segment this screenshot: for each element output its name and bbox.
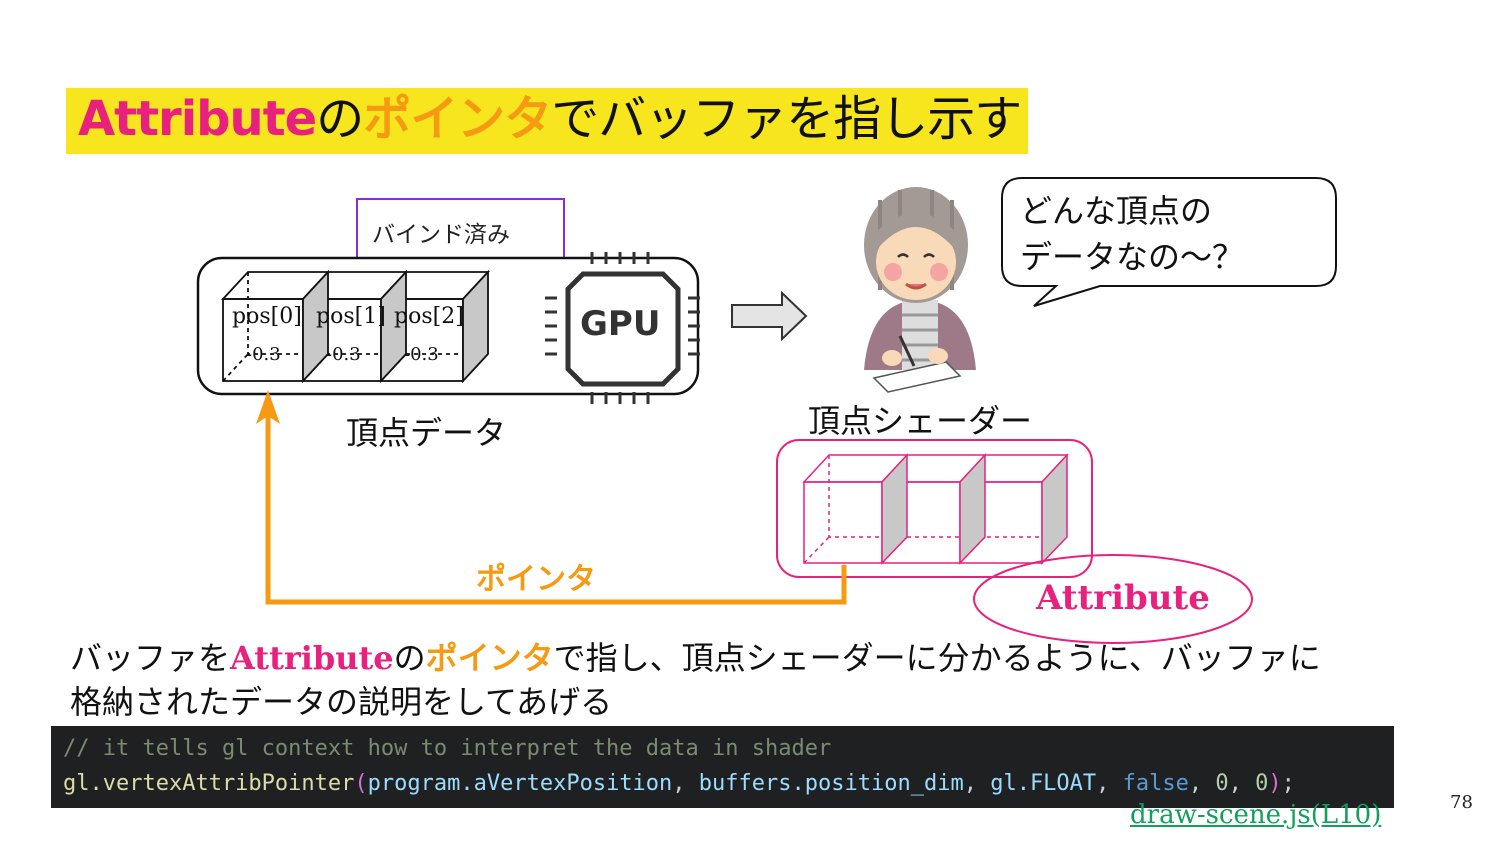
page-number: 78 bbox=[1450, 792, 1473, 813]
cell-label-0: pos[0] bbox=[232, 304, 302, 329]
description-line-1: バッファをAttributeのポインタで指し、頂点シェーダーに分かるように、バッ… bbox=[70, 636, 1321, 680]
gpu-chip-icon bbox=[545, 252, 700, 404]
code-block: // it tells gl context how to interpret … bbox=[51, 726, 1394, 808]
cell-value-0: -0.3 bbox=[246, 344, 281, 365]
desc-seg-1: バッファを bbox=[70, 639, 231, 677]
shader-label: 頂点シェーダー bbox=[808, 402, 1033, 440]
title-highlight bbox=[66, 88, 1028, 154]
desc-pointer: ポインタ bbox=[425, 639, 554, 677]
right-arrow-icon bbox=[731, 290, 808, 342]
shader-container bbox=[776, 439, 1093, 578]
desc-seg-5: で指し、頂点シェーダーに分かるように、バッファに bbox=[553, 639, 1321, 677]
bind-label: バインド済み bbox=[372, 222, 510, 248]
gpu-label: GPU bbox=[580, 304, 661, 344]
speech-bubble bbox=[1001, 177, 1337, 307]
description: バッファをAttributeのポインタで指し、頂点シェーダーに分かるように、バッ… bbox=[70, 636, 1321, 724]
title-attribute: Attribute bbox=[78, 91, 317, 147]
cell-value-2: -0.3 bbox=[404, 344, 439, 365]
code-line: gl.vertexAttribPointer(program.aVertexPo… bbox=[63, 771, 1295, 796]
cell-label-2: pos[2] bbox=[394, 304, 464, 329]
slide-title: Attributeのポインタでバッファを指し示す bbox=[78, 86, 1022, 152]
speech-text: どんな頂点の データなの～？ bbox=[1020, 192, 1245, 276]
buffer-cells bbox=[220, 269, 491, 384]
title-rest: でバッファを指し示す bbox=[551, 91, 1022, 147]
code-arg-3: gl.FLOAT bbox=[990, 771, 1097, 796]
code-fn: gl.vertexAttribPointer bbox=[63, 771, 355, 796]
code-comment: // it tells gl context how to interpret … bbox=[63, 736, 832, 761]
code-arg-2: buffers.position_dim bbox=[698, 771, 964, 796]
pointer-label: ポインタ bbox=[476, 562, 596, 597]
code-arg-5: 0 bbox=[1215, 771, 1229, 796]
cell-value-1: -0.3 bbox=[326, 344, 361, 365]
vertex-data-label: 頂点データ bbox=[346, 414, 507, 452]
title-no: の bbox=[316, 91, 364, 147]
source-link[interactable]: draw-scene.js(L10) bbox=[1130, 800, 1382, 830]
description-line-2: 格納されたデータの説明をしてあげる bbox=[70, 683, 613, 721]
desc-seg-3: の bbox=[393, 639, 426, 677]
code-arg-1: program.aVertexPosition bbox=[367, 771, 673, 796]
code-arg-4: false bbox=[1122, 771, 1189, 796]
attribute-label: Attribute bbox=[1036, 578, 1210, 618]
pointer-arrowhead-icon bbox=[256, 390, 280, 424]
attribute-oval bbox=[973, 554, 1253, 644]
code-arg-6: 0 bbox=[1255, 771, 1269, 796]
desc-attribute: Attribute bbox=[230, 639, 394, 677]
title-pointer: ポインタ bbox=[363, 91, 552, 147]
pointer-arrow bbox=[265, 412, 847, 605]
cell-label-1: pos[1] bbox=[316, 304, 386, 329]
person-illustration bbox=[864, 187, 976, 393]
shader-attribute-cells bbox=[802, 453, 1069, 565]
